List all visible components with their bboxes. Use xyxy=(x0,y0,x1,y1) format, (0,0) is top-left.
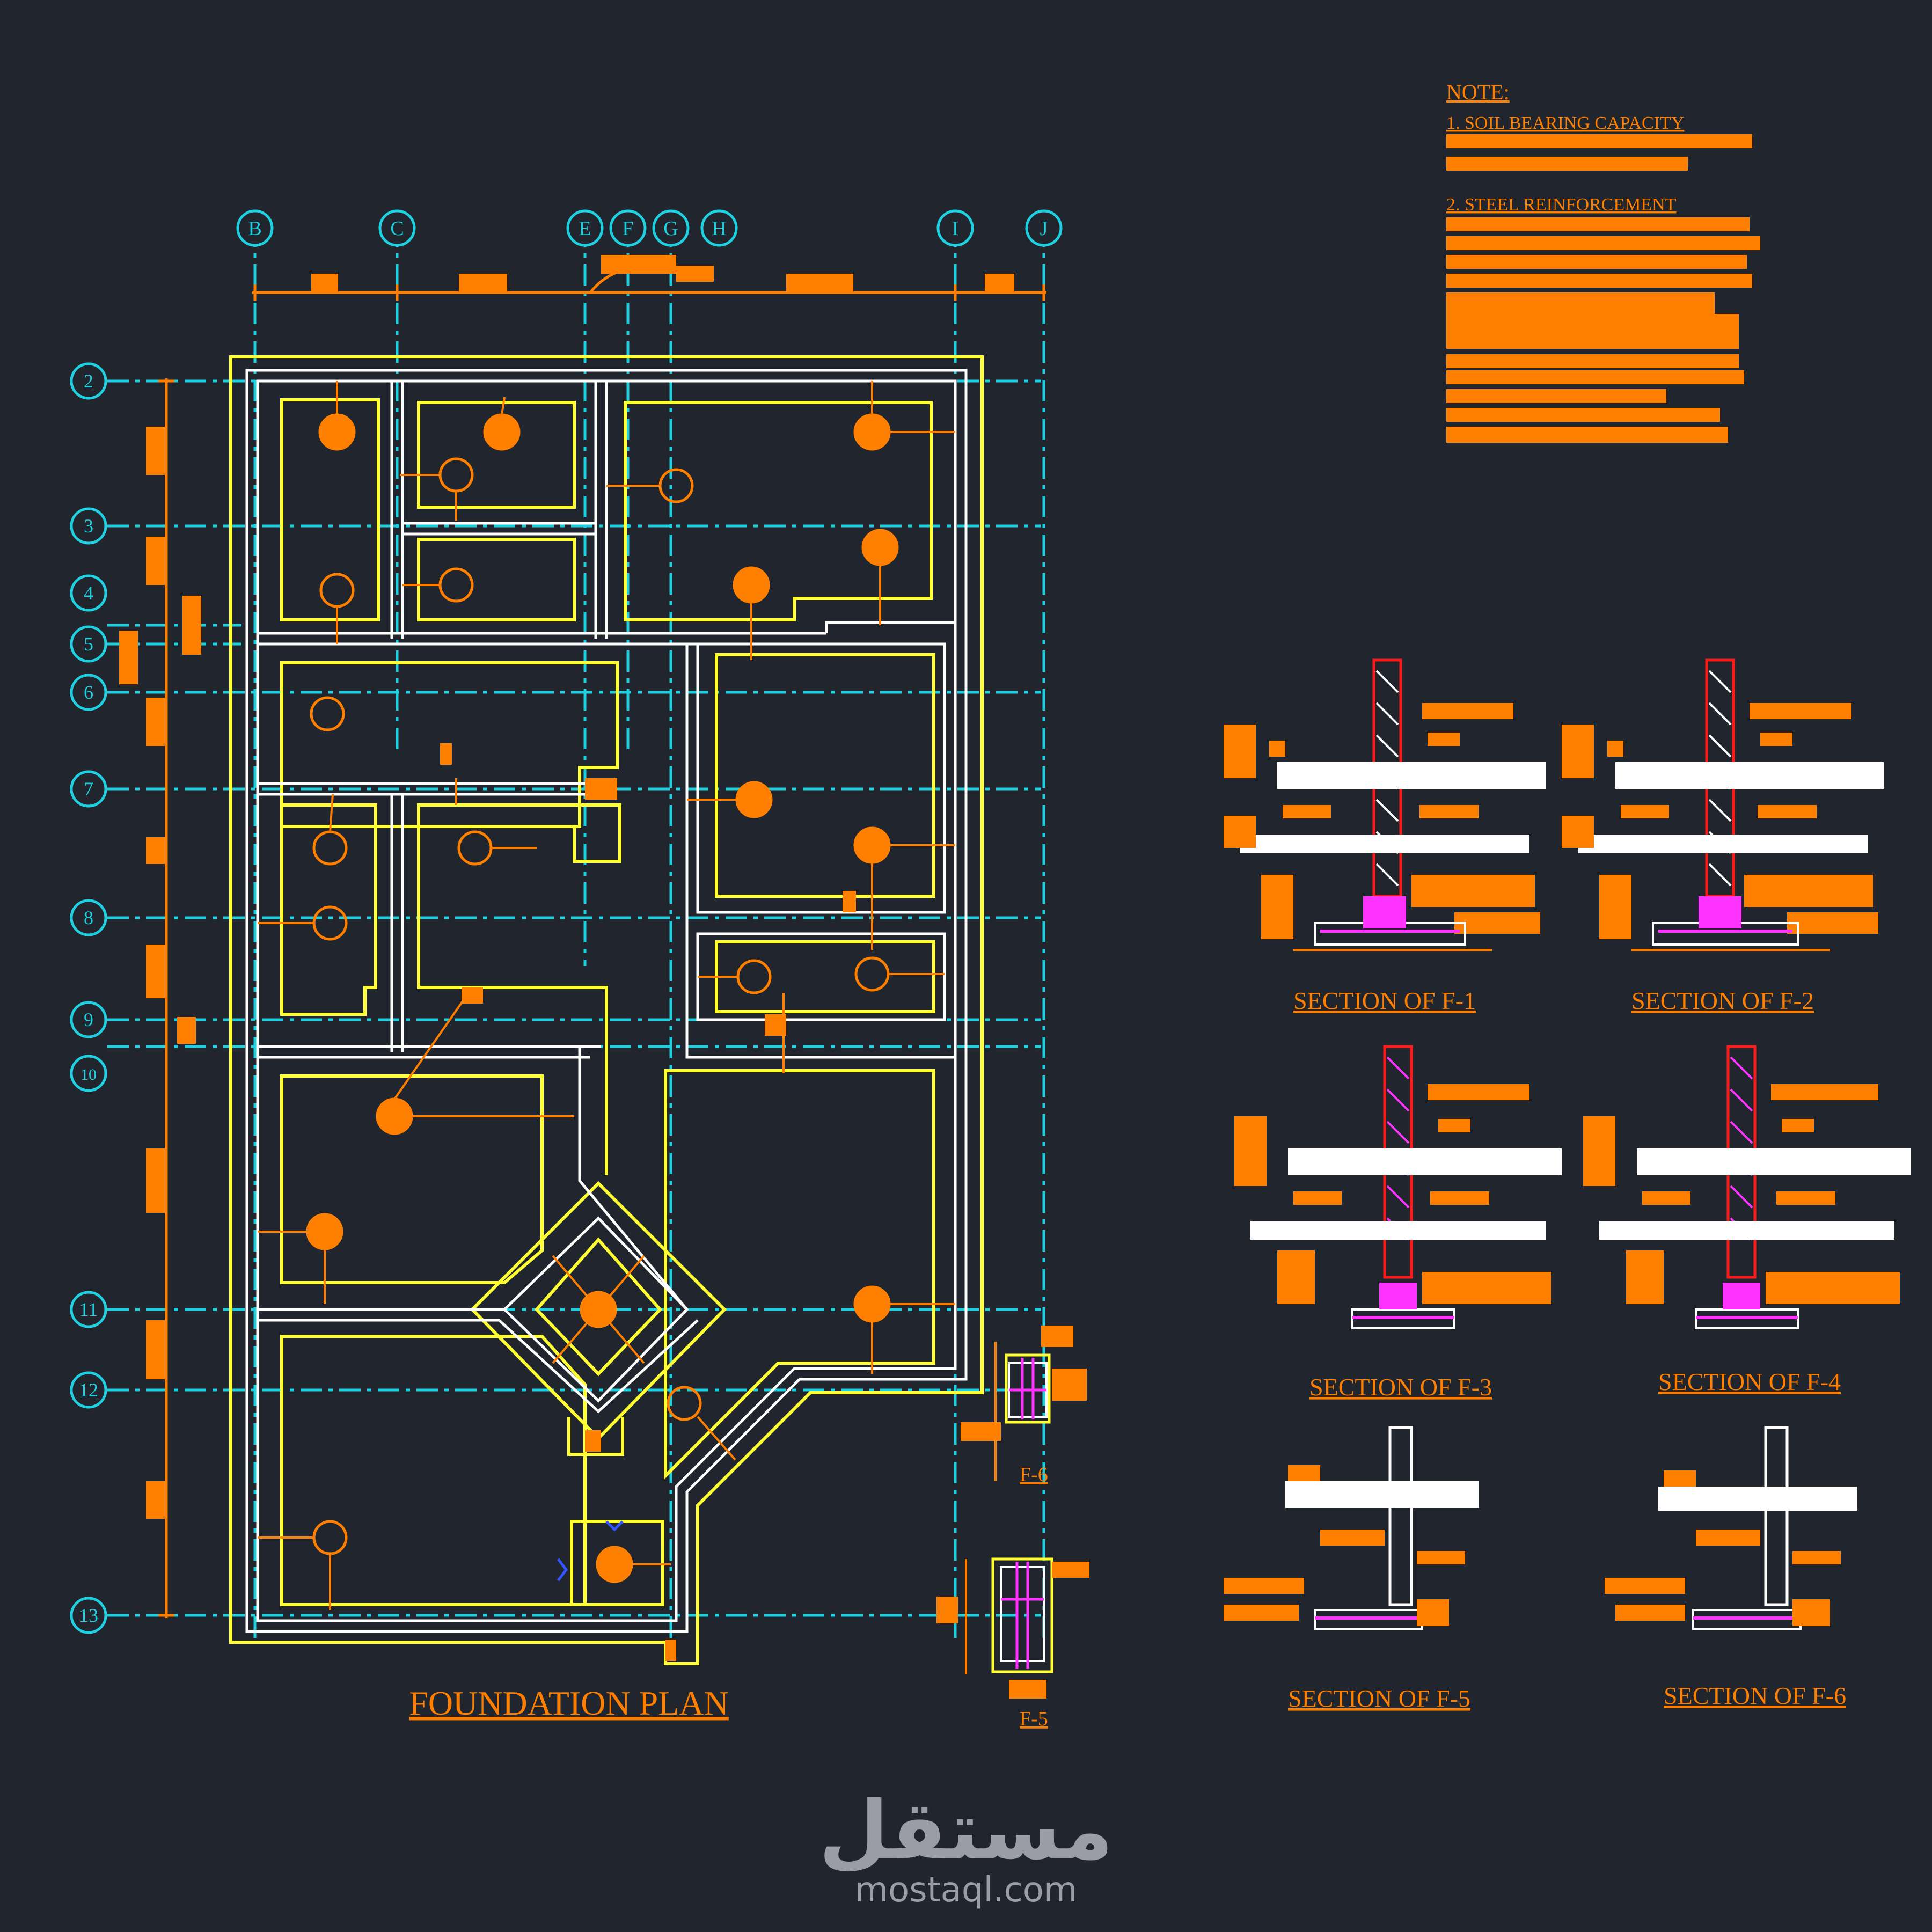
grid-row-13: 13 xyxy=(79,1605,98,1626)
watermark-latin: mostaql.com xyxy=(854,1870,1078,1910)
grid-col-g: G xyxy=(663,217,678,240)
detail-f6: F-6 xyxy=(961,1326,1087,1486)
detail-f5-label: F-5 xyxy=(1020,1708,1048,1730)
dimension-text-blocks xyxy=(119,255,1014,1519)
section-f2: SECTION OF F-2 xyxy=(1562,658,1884,1014)
section-f2-label: SECTION OF F-2 xyxy=(1631,987,1814,1014)
detail-f5: F-5 xyxy=(936,1557,1089,1730)
grid-col-e: E xyxy=(579,217,591,240)
section-f4-label: SECTION OF F-4 xyxy=(1658,1368,1841,1395)
grid-col-i: I xyxy=(952,217,959,240)
section-f6: SECTION OF F-6 xyxy=(1605,1426,1857,1709)
grid-column-markers xyxy=(236,209,1063,247)
grid-col-b: B xyxy=(248,217,261,240)
notes-item-2: 2. STEEL REINFORCEMENT xyxy=(1446,195,1677,215)
section-f1: SECTION OF F-1 xyxy=(1224,658,1546,1014)
notes-item-1: 1. SOIL BEARING CAPACITY xyxy=(1446,113,1684,133)
grid-row-4: 4 xyxy=(84,582,93,604)
notes-block: NOTE: 1. SOIL BEARING CAPACITY 2. STEEL … xyxy=(1446,80,1760,443)
pad-leaders xyxy=(258,381,955,1610)
grid-row-2: 2 xyxy=(84,370,93,392)
grid-row-7: 7 xyxy=(84,778,93,800)
grid-col-c: C xyxy=(390,217,404,240)
pad-markers xyxy=(306,413,899,1583)
section-f5: SECTION OF F-5 xyxy=(1224,1426,1479,1712)
section-details: SECTION OF F-1 SECTION OF F-2 xyxy=(1224,658,1911,1712)
grid-row-5: 5 xyxy=(84,633,93,655)
grid-row-9: 9 xyxy=(84,1009,93,1030)
grid-row-8: 8 xyxy=(84,907,93,928)
grid-row-10: 10 xyxy=(80,1066,97,1084)
grid-row-12: 12 xyxy=(79,1379,98,1401)
section-f5-label: SECTION OF F-5 xyxy=(1288,1685,1470,1712)
watermark-arabic: مستقل xyxy=(818,1784,1114,1878)
grid-col-j: J xyxy=(1040,217,1048,240)
section-f4: SECTION OF F-4 xyxy=(1583,1045,1911,1395)
section-f3-label: SECTION OF F-3 xyxy=(1309,1373,1492,1401)
grid-row-11: 11 xyxy=(79,1299,98,1320)
grid-row-markers xyxy=(70,362,107,1634)
section-f1-label: SECTION OF F-1 xyxy=(1293,987,1476,1014)
grid-row-3: 3 xyxy=(84,515,93,537)
detail-f6-label: F-6 xyxy=(1020,1463,1048,1486)
grid-col-f: F xyxy=(622,217,633,240)
notes-heading: NOTE: xyxy=(1446,80,1510,104)
section-f6-label: SECTION OF F-6 xyxy=(1664,1682,1846,1709)
grid-row-6: 6 xyxy=(84,682,93,703)
foundation-plan: B C E F G H I J 2 3 4 5 xyxy=(70,209,1089,1730)
watermark: مستقل mostaql.com xyxy=(0,1784,1932,1911)
grid-col-h: H xyxy=(712,217,726,240)
plan-title: FOUNDATION PLAN xyxy=(409,1684,729,1722)
section-f3: SECTION OF F-3 xyxy=(1234,1045,1562,1401)
